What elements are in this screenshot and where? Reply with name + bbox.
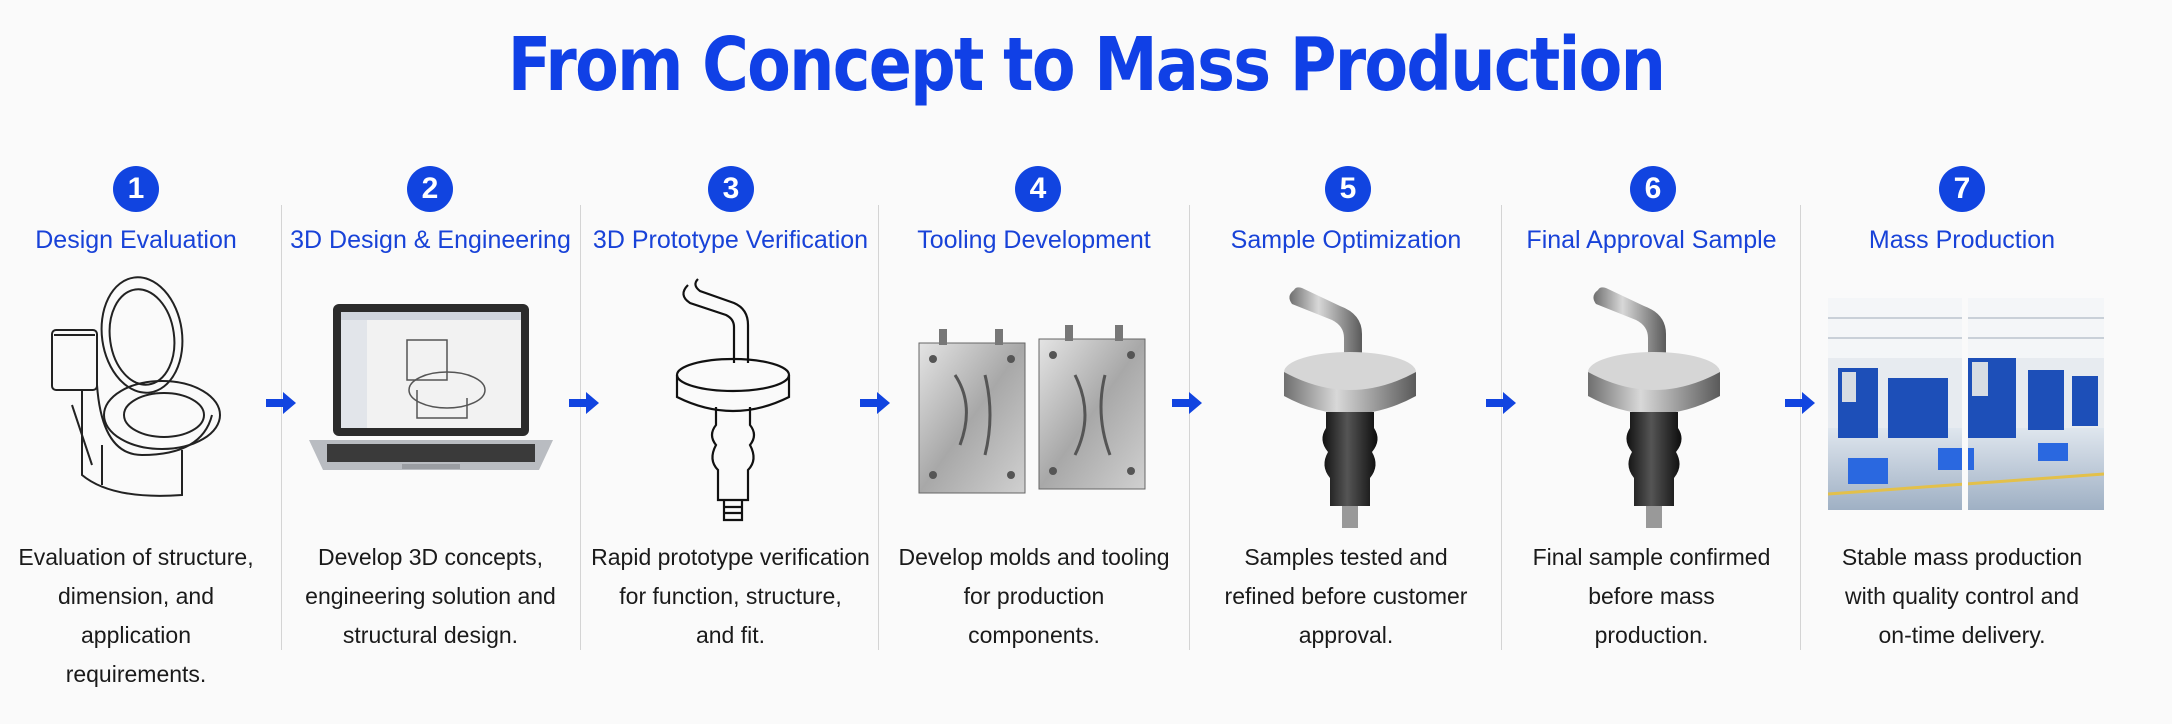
step-description: Develop 3D concepts, engineering solutio… xyxy=(287,538,574,655)
desc-line: Evaluation of structure, xyxy=(18,544,254,570)
page-title: From Concept to Mass Production xyxy=(507,22,1666,108)
step-number-badge: 6 xyxy=(1630,166,1676,212)
step-number-badge: 3 xyxy=(708,166,754,212)
desc-line: approval. xyxy=(1298,622,1394,648)
step-divider xyxy=(1189,205,1190,650)
desc-line: Stable mass production xyxy=(1841,544,2083,570)
step-description: Stable mass production with quality cont… xyxy=(1807,538,2117,655)
step-divider xyxy=(878,205,879,650)
desc-line: Develop molds and tooling xyxy=(898,544,1170,570)
desc-line: on-time delivery. xyxy=(1878,622,2046,648)
desc-line: Samples tested and xyxy=(1244,544,1448,570)
desc-line: before mass xyxy=(1588,583,1715,609)
right-arrow-icon xyxy=(1172,392,1202,414)
step-divider xyxy=(1800,205,1801,650)
step-title: 3D Prototype Verification xyxy=(592,226,869,254)
step-title: Mass Production xyxy=(1868,226,2056,254)
step-3: 3 3D Prototype Verification Rapid protot… xyxy=(588,160,873,680)
right-arrow-icon xyxy=(266,392,296,414)
step-1: 1 Design Evaluation Evaluation of struct… xyxy=(0,160,272,687)
desc-line: production. xyxy=(1594,622,1709,648)
metal-hook-sample-icon xyxy=(1588,287,1720,528)
laptop-cad-icon xyxy=(309,304,553,470)
right-arrow-icon xyxy=(860,392,890,414)
desc-line: with quality control and xyxy=(1845,583,2079,609)
step-title: Tooling Development xyxy=(917,226,1151,254)
step-divider xyxy=(1501,205,1502,650)
step-7: 7 Mass Production xyxy=(1807,160,2117,680)
step-number-badge: 2 xyxy=(407,166,453,212)
step-number-badge: 1 xyxy=(113,166,159,212)
step-number-badge: 7 xyxy=(1939,166,1985,212)
step-divider xyxy=(281,205,282,650)
desc-line: requirements. xyxy=(65,661,207,687)
toilet-sketch-icon xyxy=(51,276,221,497)
desc-line: for production xyxy=(963,583,1105,609)
desc-line: dimension, and application xyxy=(58,583,214,648)
step-5: 5 Sample Optimization Samples tested and… xyxy=(1196,160,1496,680)
desc-line: components. xyxy=(968,622,1100,648)
factory-photo-icon xyxy=(1828,298,2104,510)
step-description: Evaluation of structure, dimension, and … xyxy=(0,538,272,694)
desc-line: Develop 3D concepts, xyxy=(317,544,543,570)
step-description: Rapid prototype verification for functio… xyxy=(588,538,873,655)
step-title: Final Approval Sample xyxy=(1526,226,1777,254)
metal-hook-sample-icon xyxy=(1284,287,1416,528)
desc-line: Final sample confirmed xyxy=(1532,544,1771,570)
step-number-badge: 4 xyxy=(1015,166,1061,212)
step-number-badge: 5 xyxy=(1325,166,1371,212)
desc-line: Rapid prototype verification xyxy=(591,544,870,570)
step-description: Final sample confirmed before mass produ… xyxy=(1508,538,1795,655)
desc-line: structural design. xyxy=(342,622,519,648)
mold-blocks-icon xyxy=(918,325,1146,494)
step-4: 4 Tooling Development Develop molds and … xyxy=(885,160,1183,680)
right-arrow-icon xyxy=(1785,392,1815,414)
desc-line: and fit. xyxy=(695,622,766,648)
step-title: Sample Optimization xyxy=(1230,226,1462,254)
step-6: 6 Final Approval Sample Final sample con… xyxy=(1508,160,1795,680)
desc-line: for function, structure, xyxy=(619,583,842,609)
right-arrow-icon xyxy=(1486,392,1516,414)
step-divider xyxy=(580,205,581,650)
desc-line: engineering solution and xyxy=(305,583,556,609)
right-arrow-icon xyxy=(569,392,599,414)
prototype-sketch-icon xyxy=(675,278,791,522)
step-title: Design Evaluation xyxy=(35,226,237,254)
step-description: Develop molds and tooling for production… xyxy=(885,538,1183,655)
desc-line: refined before customer xyxy=(1224,583,1468,609)
step-title: 3D Design & Engineering xyxy=(290,226,571,254)
step-2: 2 3D Design & Engineering Develop 3D con… xyxy=(287,160,574,680)
step-description: Samples tested and refined before custom… xyxy=(1196,538,1496,655)
